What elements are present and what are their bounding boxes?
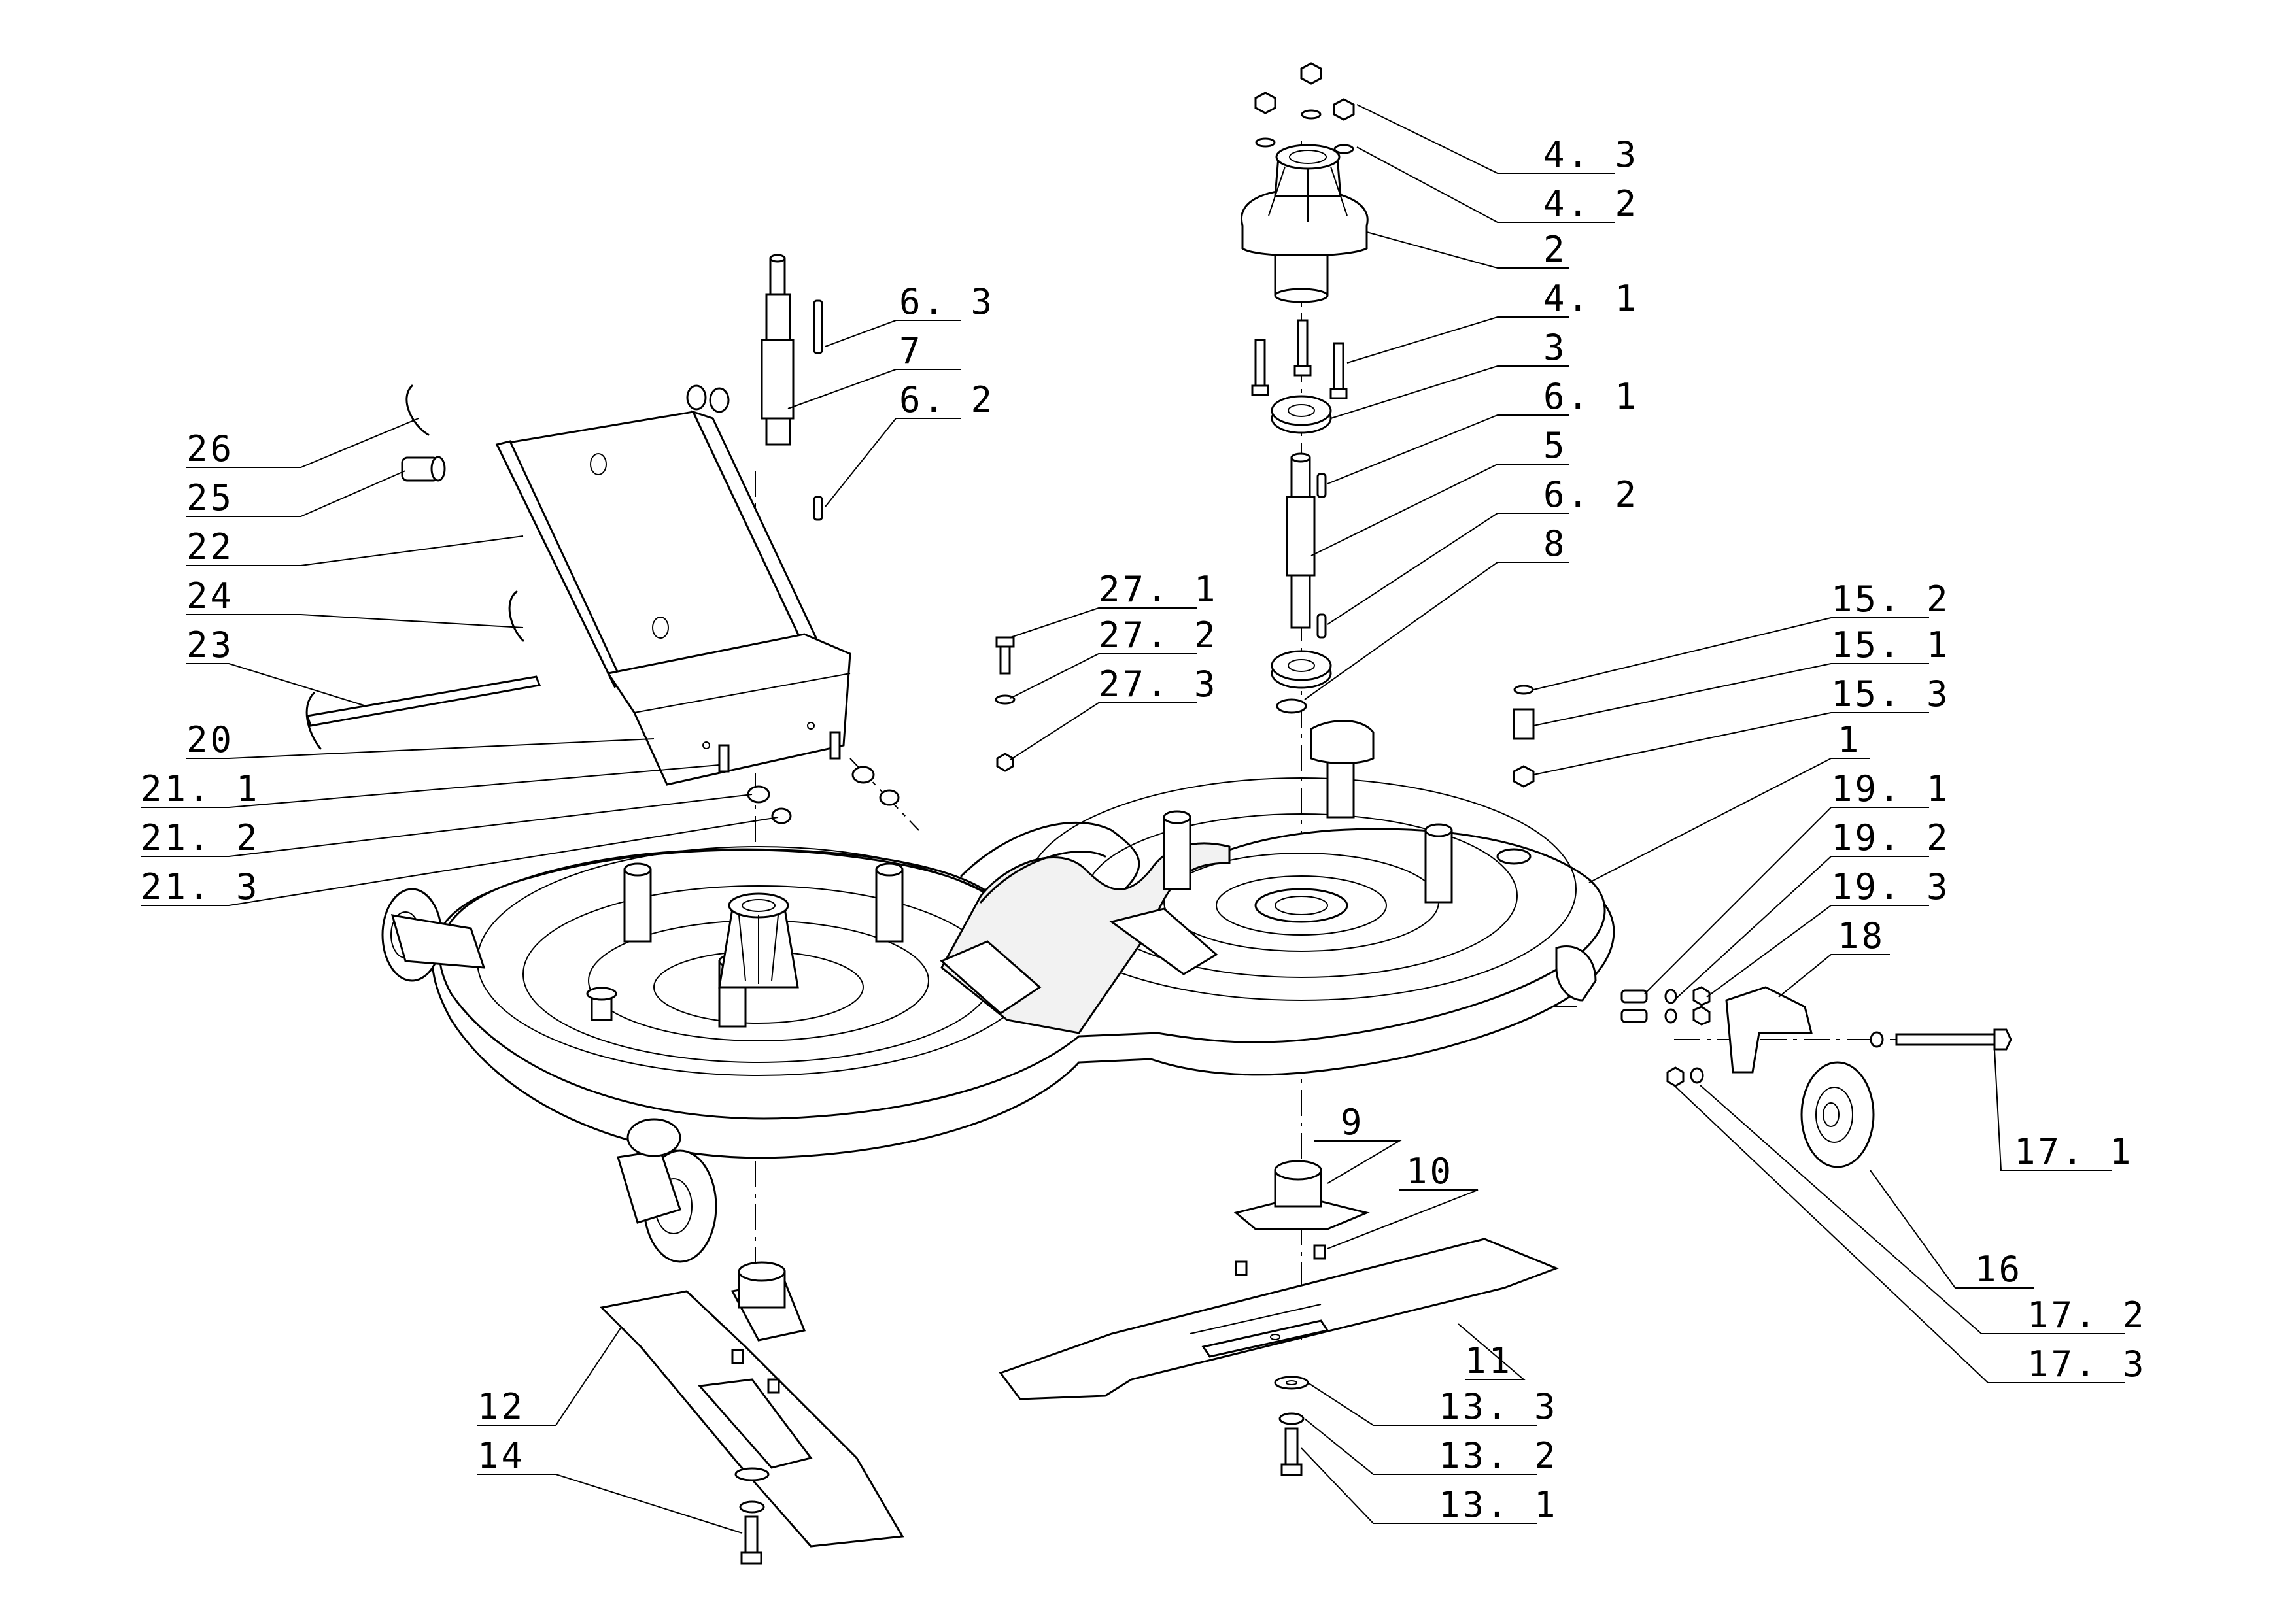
- callout-21-3: 21. 3: [141, 866, 260, 907]
- callout-23: 23: [186, 624, 234, 666]
- callout-19-2: 19. 2: [1831, 817, 1951, 858]
- callout-19-1: 19. 1: [1831, 768, 1951, 809]
- bolts-27: [995, 636, 1016, 772]
- right-spindle-stack: [1241, 62, 1369, 714]
- callout-25: 25: [186, 477, 234, 518]
- lift-bracket: [495, 384, 900, 824]
- left-shaft-stack: [761, 254, 823, 521]
- callout-8: 8: [1543, 523, 1567, 564]
- callout-20: 20: [186, 719, 234, 760]
- callout-4-2: 4. 2: [1543, 183, 1639, 224]
- callout-21-2: 21. 2: [141, 817, 260, 858]
- callout-9: 9: [1341, 1102, 1365, 1143]
- callout-18: 18: [1838, 915, 1885, 956]
- callout-17-3: 17. 3: [2027, 1344, 2147, 1385]
- callout-17-2: 17. 2: [2027, 1294, 2147, 1336]
- callout-11: 11: [1465, 1340, 1513, 1381]
- callout-15-2: 15. 2: [1831, 579, 1951, 620]
- callout-17-1: 17. 1: [2014, 1131, 2134, 1172]
- callout-21-1: 21. 1: [141, 768, 260, 809]
- callout-7: 7: [899, 330, 923, 371]
- callout-14: 14: [477, 1435, 525, 1476]
- rod-and-pins: [305, 384, 541, 750]
- callout-13-3: 13. 3: [1439, 1386, 1558, 1427]
- callout-27-2: 27. 2: [1099, 615, 1218, 656]
- callout-15-1: 15. 1: [1831, 624, 1951, 666]
- mower-deck: [431, 720, 1615, 1159]
- callout-12: 12: [477, 1386, 525, 1427]
- callout-16: 16: [1975, 1249, 2023, 1290]
- callout-6-3: 6. 3: [899, 281, 995, 322]
- callout-3: 3: [1543, 327, 1567, 368]
- callout-26: 26: [186, 428, 234, 469]
- callout-15-3: 15. 3: [1831, 673, 1951, 715]
- callout-27-3: 27. 3: [1099, 664, 1218, 705]
- fasteners-13: [1274, 1376, 1309, 1476]
- callout-labels: 4. 3 4. 2 2 4. 1 3 6. 1 5 6. 2 8 6. 3 7 …: [141, 134, 2147, 1525]
- left-spindle-housing: [718, 892, 799, 989]
- callout-1: 1: [1838, 719, 1862, 760]
- blade-adapter: [1233, 1160, 1370, 1276]
- callout-6-2-left: 6. 2: [899, 379, 995, 420]
- callout-24: 24: [186, 575, 234, 617]
- fittings-15: [1513, 685, 1535, 788]
- callout-27-1: 27. 1: [1099, 569, 1218, 610]
- callout-19-3: 19. 3: [1831, 866, 1951, 907]
- left-blade: [599, 1261, 904, 1565]
- deck-posts: [623, 738, 1532, 1028]
- callout-4-1: 4. 1: [1543, 278, 1639, 319]
- callout-10: 10: [1406, 1151, 1454, 1192]
- callout-13-2: 13. 2: [1439, 1435, 1558, 1476]
- callout-6-2-right: 6. 2: [1543, 474, 1639, 515]
- callout-4-3: 4. 3: [1543, 134, 1639, 175]
- right-blade: [999, 1238, 1560, 1400]
- leader-lines: [141, 104, 2125, 1534]
- callout-5: 5: [1543, 425, 1567, 466]
- callout-6-1: 6. 1: [1543, 376, 1639, 417]
- callout-22: 22: [186, 526, 234, 567]
- right-wheel-assembly: [1620, 986, 2012, 1168]
- callout-13-1: 13. 1: [1439, 1484, 1558, 1525]
- callout-2: 2: [1543, 229, 1567, 270]
- deck-wheels: [381, 888, 717, 1263]
